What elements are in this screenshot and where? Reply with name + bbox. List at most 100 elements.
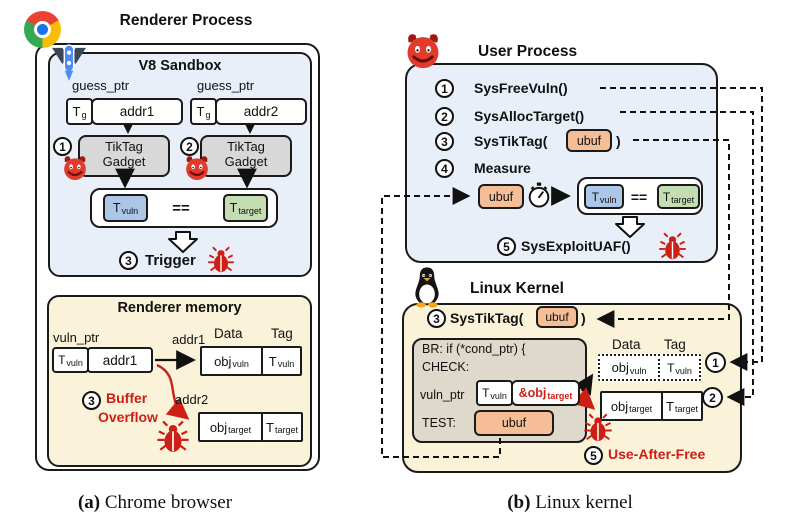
- caption-a-label: (a): [77, 492, 101, 513]
- bug-icon-overflow: [156, 420, 190, 454]
- code-vuln-ptr-label: vuln_ptr: [420, 388, 465, 402]
- guess-ptr-label-1: guess_ptr: [72, 78, 130, 93]
- step-4-marker-b: 4: [435, 159, 454, 178]
- ubuf-box-measure: ubuf: [478, 184, 524, 209]
- equals-b: ==: [630, 189, 648, 205]
- step-2-marker-b: 2: [435, 107, 454, 126]
- buffer-overflow-line2: Overflow: [98, 409, 158, 425]
- trigger-label: Trigger: [145, 252, 196, 269]
- step-1-marker-b: 1: [435, 79, 454, 98]
- caption-a-text: Chrome browser: [104, 492, 233, 513]
- panel-a-title: Renderer Process: [119, 12, 253, 29]
- v8-logo-icon: [52, 44, 86, 81]
- caption-b: (b) Linux kernel: [435, 492, 705, 514]
- data-header-a: Data: [214, 326, 243, 341]
- renderer-memory-title: Renderer memory: [117, 300, 242, 316]
- kernel-systiktag-label: SysTikTag(: [450, 310, 524, 326]
- gadget2-line1: TikTag: [227, 139, 265, 154]
- step-3-marker-b: 3: [435, 132, 454, 151]
- tag-header-a: Tag: [271, 326, 293, 341]
- vuln-ptr-label-a: vuln_ptr: [53, 330, 100, 345]
- tiktag-gadget-label-1: TikTag Gadget: [78, 139, 170, 170]
- chrome-logo-icon: [24, 11, 61, 48]
- caption-a: (a) Chrome browser: [20, 492, 290, 514]
- use-after-free-label: Use-After-Free: [608, 446, 706, 462]
- step-3-marker-mem: 3: [82, 391, 101, 410]
- addr1-cell-memptr: addr1: [87, 347, 153, 373]
- kernel-marker-2: 2: [702, 387, 723, 408]
- ubuf-box-kernel: ubuf: [536, 306, 578, 328]
- kernel-systiktag-close-paren: ): [581, 310, 586, 326]
- sysexploituaf-label: SysExploitUAF(): [521, 238, 631, 254]
- tag-header-b: Tag: [664, 337, 686, 352]
- kernel-marker-1: 1: [705, 352, 726, 373]
- v8-sandbox-title: V8 Sandbox: [138, 58, 222, 74]
- sysfreevuln-label: SysFreeVuln(): [474, 80, 568, 96]
- step-5-marker-b: 5: [497, 237, 516, 256]
- bug-icon-exploit: [658, 232, 687, 261]
- kernel-step-5-marker: 5: [584, 446, 603, 465]
- systiktag-close-paren: ): [616, 133, 621, 149]
- bug-icon-uaf: [583, 413, 613, 443]
- gadget2-line2: Gadget: [224, 153, 268, 169]
- panel-b-title: User Process: [478, 43, 578, 60]
- code-check-line: CHECK:: [422, 360, 470, 374]
- devil-icon-b: [403, 31, 443, 71]
- code-br-line: BR: if (*cond_ptr) {: [422, 342, 526, 356]
- data-header-b: Data: [612, 337, 641, 352]
- step-2-marker-a: 2: [180, 137, 199, 156]
- gadget1-line2: Gadget: [102, 153, 146, 169]
- sysalloctarget-label: SysAllocTarget(): [474, 108, 585, 124]
- ubuf-box-test: ubuf: [474, 410, 554, 436]
- systiktag-label: SysTikTag(: [474, 133, 548, 149]
- buffer-overflow-line1: Buffer: [106, 390, 148, 406]
- caption-b-label: (b): [507, 492, 531, 513]
- linux-kernel-title: Linux Kernel: [470, 280, 564, 297]
- tiktag-gadget-label-2: TikTag Gadget: [200, 139, 292, 170]
- ubuf-box-systiktag: ubuf: [566, 129, 612, 152]
- bug-icon-trigger: [207, 246, 235, 274]
- step-1-marker-a: 1: [53, 137, 72, 156]
- code-test-label: TEST:: [422, 416, 457, 430]
- addr2-box: addr2: [215, 98, 307, 125]
- measure-label: Measure: [474, 160, 531, 176]
- devil-icon-a1: [61, 154, 89, 182]
- guess-ptr-label-2: guess_ptr: [197, 78, 255, 93]
- tux-icon: [410, 266, 444, 308]
- gadget1-line1: TikTag: [105, 139, 143, 154]
- step-3-marker-a: 3: [119, 251, 138, 270]
- equals-a: ==: [172, 200, 190, 217]
- addr1-arrow-label: addr1: [172, 332, 206, 347]
- devil-icon-a2: [183, 154, 211, 182]
- stopwatch-icon: [526, 182, 552, 208]
- caption-b-text: Linux kernel: [535, 492, 633, 513]
- addr2-arrow-label: addr2: [175, 392, 209, 407]
- addr1-box: addr1: [91, 98, 183, 125]
